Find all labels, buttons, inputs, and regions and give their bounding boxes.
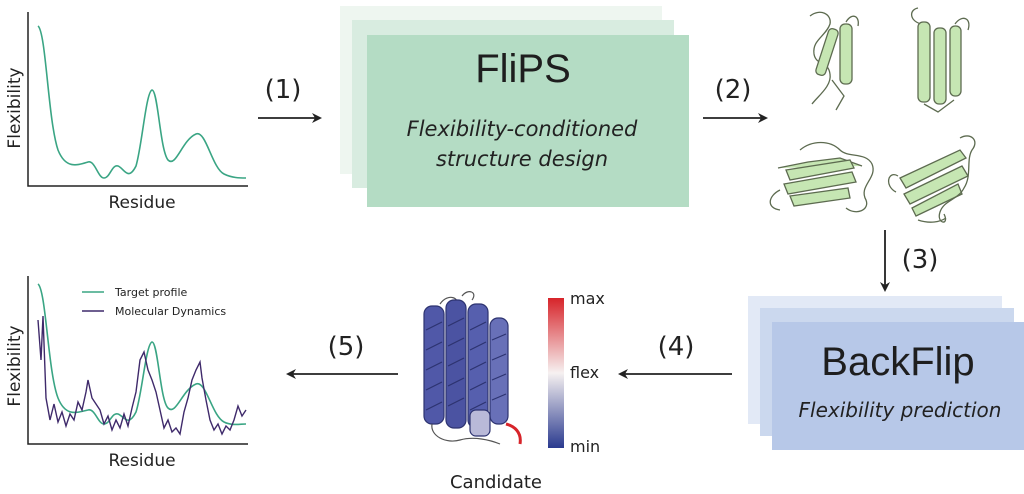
- flexibility-colorbar: max flex min: [548, 289, 605, 456]
- step-2-label: (2): [715, 75, 752, 105]
- candidate-label: Candidate: [450, 472, 542, 493]
- generated-structures: [769, 7, 976, 223]
- flips-subtitle-line1: Flexibility-conditioned: [407, 117, 638, 141]
- step-3-arrow: (3): [880, 230, 939, 292]
- protein-structure-a: [809, 11, 859, 111]
- flips-subtitle-line2: structure design: [436, 147, 608, 171]
- protein-structure-b: [911, 7, 970, 113]
- flips-title: FliPS: [475, 47, 571, 91]
- bottom-plot-xlabel: Residue: [108, 451, 175, 471]
- step-4-arrow: (4): [618, 332, 732, 379]
- bottom-plot-legend: Target profile Molecular Dynamics: [82, 286, 226, 318]
- flips-box: FliPS Flexibility-conditioned structure …: [340, 6, 689, 207]
- step-1-label: (1): [265, 75, 302, 105]
- colorbar-min-label: min: [570, 437, 600, 456]
- bottom-flexibility-plot: Target profile Molecular Dynamics Flexib…: [5, 276, 248, 471]
- protein-structure-d: [888, 135, 976, 223]
- backflip-title: BackFlip: [821, 340, 974, 384]
- colorbar-gradient: [548, 298, 564, 448]
- backflip-box-front: [772, 322, 1024, 450]
- step-2-arrow: (2): [703, 75, 768, 123]
- backflip-subtitle: Flexibility prediction: [799, 398, 1002, 422]
- bottom-target-curve: [37, 283, 247, 426]
- colorbar-max-label: max: [570, 289, 605, 308]
- step-3-label: (3): [902, 245, 939, 275]
- step-5-arrow: (5): [286, 332, 398, 379]
- top-target-curve: [37, 25, 247, 179]
- top-plot-ylabel: Flexibility: [5, 67, 25, 148]
- bottom-md-curve: [37, 315, 247, 436]
- candidate-structure: [423, 291, 522, 445]
- protein-structure-c: [769, 141, 874, 213]
- top-plot-xlabel: Residue: [108, 193, 175, 213]
- step-1-arrow: (1): [258, 75, 322, 123]
- flips-box-front: [367, 35, 689, 207]
- colorbar-mid-label: flex: [570, 363, 599, 382]
- bottom-plot-ylabel: Flexibility: [5, 325, 25, 406]
- step-5-label: (5): [328, 332, 365, 362]
- step-4-label: (4): [658, 332, 695, 362]
- top-flexibility-plot: Flexibility Residue: [5, 12, 248, 213]
- top-plot-axes: [27, 12, 248, 187]
- bottom-plot-axes: [27, 276, 248, 445]
- legend-target-profile: Target profile: [114, 286, 188, 299]
- backflip-box: BackFlip Flexibility prediction: [748, 296, 1024, 450]
- legend-molecular-dynamics: Molecular Dynamics: [115, 305, 226, 318]
